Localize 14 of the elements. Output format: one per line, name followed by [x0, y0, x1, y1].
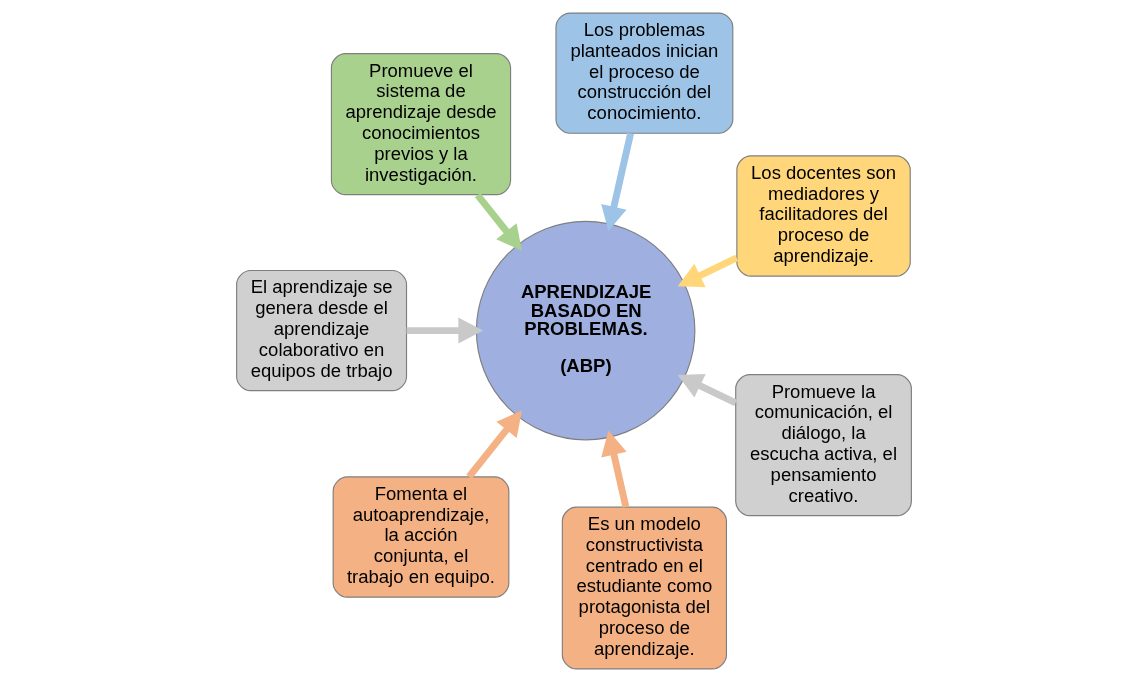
arrow: [677, 373, 737, 406]
node-box: Promueve el sistema de aprendizaje desde conocimientos previos y la investigación.: [330, 53, 511, 196]
node-box: Los docentes son mediadores y facilitadores del proceso de aprendizaje.: [735, 155, 911, 277]
node-box: Es un modelo constructivista centrado en el estudiante como protagonista del proceso de aprendizaje.: [561, 506, 727, 670]
arrow: [600, 132, 634, 231]
arrow: [406, 317, 483, 344]
node-box: Promueve la comunicación, el diálogo, la escucha activa, el pensamiento creativo.: [734, 374, 912, 517]
arrow: [474, 193, 522, 251]
node-box: Los problemas planteados inician el proceso de construcción del conocimiento.: [554, 12, 733, 134]
arrow: [600, 430, 629, 508]
arrow: [465, 410, 522, 479]
arrow: [677, 254, 738, 288]
node-box: El aprendizaje se genera desde el aprendizaje colaborativo en equipos de trbajo: [235, 269, 407, 392]
node-box: Fomenta el autoaprendizaje, la acción conjunta, el trabajo en equipo.: [332, 476, 509, 598]
